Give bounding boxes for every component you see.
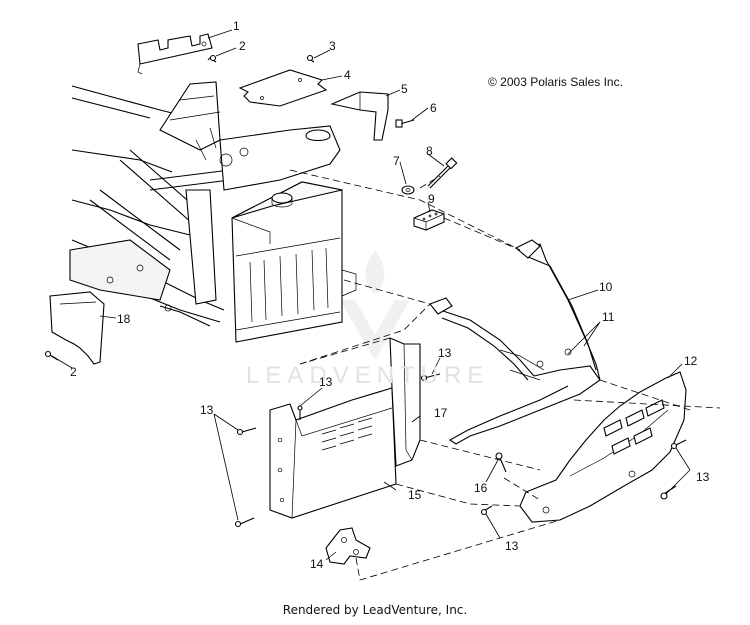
callout-11: 11 (602, 310, 615, 324)
callout-14: 14 (310, 557, 324, 571)
callout-9: 9 (428, 192, 435, 206)
part-15-front-panel (269, 387, 397, 519)
part-4-plate (238, 69, 328, 107)
part-1-bracket (137, 33, 213, 75)
callout-13-left: 13 (200, 403, 214, 417)
part-13-fasteners (234, 373, 687, 528)
part-12-skid-plate (519, 371, 687, 523)
callout-7: 7 (393, 154, 400, 168)
part-6-bolt (395, 119, 415, 128)
callout-13-right: 13 (438, 346, 452, 360)
callout-6: 6 (430, 101, 437, 115)
callout-10: 10 (599, 280, 613, 294)
callout-13-bottom: 13 (505, 539, 519, 553)
callout-13-far-right: 13 (696, 470, 710, 484)
chassis-frame (69, 81, 341, 327)
part-18-side-panel (49, 291, 105, 365)
callout-5: 5 (401, 82, 408, 96)
assembly-lines (289, 169, 721, 581)
part-9-isolator (413, 209, 445, 231)
callout-17: 17 (434, 406, 448, 420)
leader-lines (51, 29, 691, 561)
callout-12: 12 (684, 354, 698, 368)
callout-2-lower: 2 (70, 365, 77, 379)
footer-credit: Rendered by LeadVenture, Inc. (282, 603, 468, 617)
part-17-side-panel (389, 337, 421, 467)
watermark-logo (340, 250, 410, 360)
part-14-bracket (325, 527, 371, 565)
callout-15: 15 (408, 488, 422, 502)
part-3-screw (306, 54, 315, 63)
radiator (231, 181, 357, 343)
part-2-screw (207, 54, 217, 63)
callout-4: 4 (344, 68, 351, 82)
callout-13-top: 13 (319, 375, 333, 389)
part-7-nut (401, 185, 415, 195)
callout-16: 16 (474, 481, 488, 495)
callout-1: 1 (233, 19, 240, 33)
copyright-notice: © 2003 Polaris Sales Inc. (488, 75, 623, 89)
part-8-bolt (427, 157, 458, 189)
part-2-screw-lower (44, 350, 59, 361)
callout-18: 18 (117, 312, 131, 326)
callout-8: 8 (426, 144, 433, 158)
panel-vents (321, 417, 373, 451)
callout-3: 3 (329, 39, 336, 53)
part-5-bracket (330, 91, 389, 141)
part-10-bumper (429, 239, 601, 445)
callout-2: 2 (239, 39, 246, 53)
part-16-screw (495, 452, 507, 473)
watermark-text: LEADVENTURE (246, 362, 490, 389)
